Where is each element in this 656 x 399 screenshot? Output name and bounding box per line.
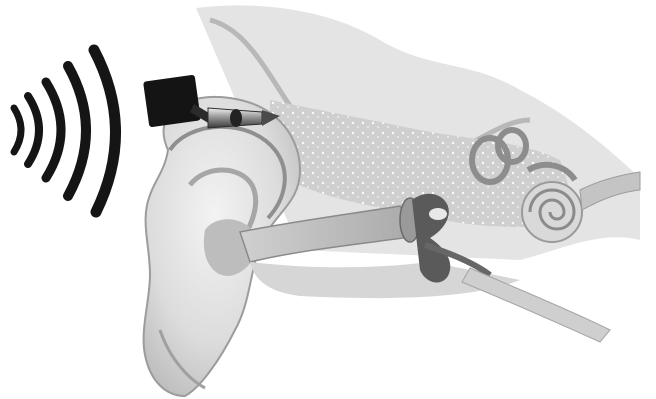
sound-wave-arc-5 [94,50,116,212]
device-body [143,75,201,128]
eustachian-tube [462,268,610,342]
sound-wave-arc-2 [28,96,39,164]
sound-wave-arc-3 [46,82,61,178]
cochlea [522,182,582,242]
sound-wave-arc-1 [14,108,21,152]
sound-wave-icon [14,50,116,212]
sound-wave-arc-4 [68,66,86,196]
